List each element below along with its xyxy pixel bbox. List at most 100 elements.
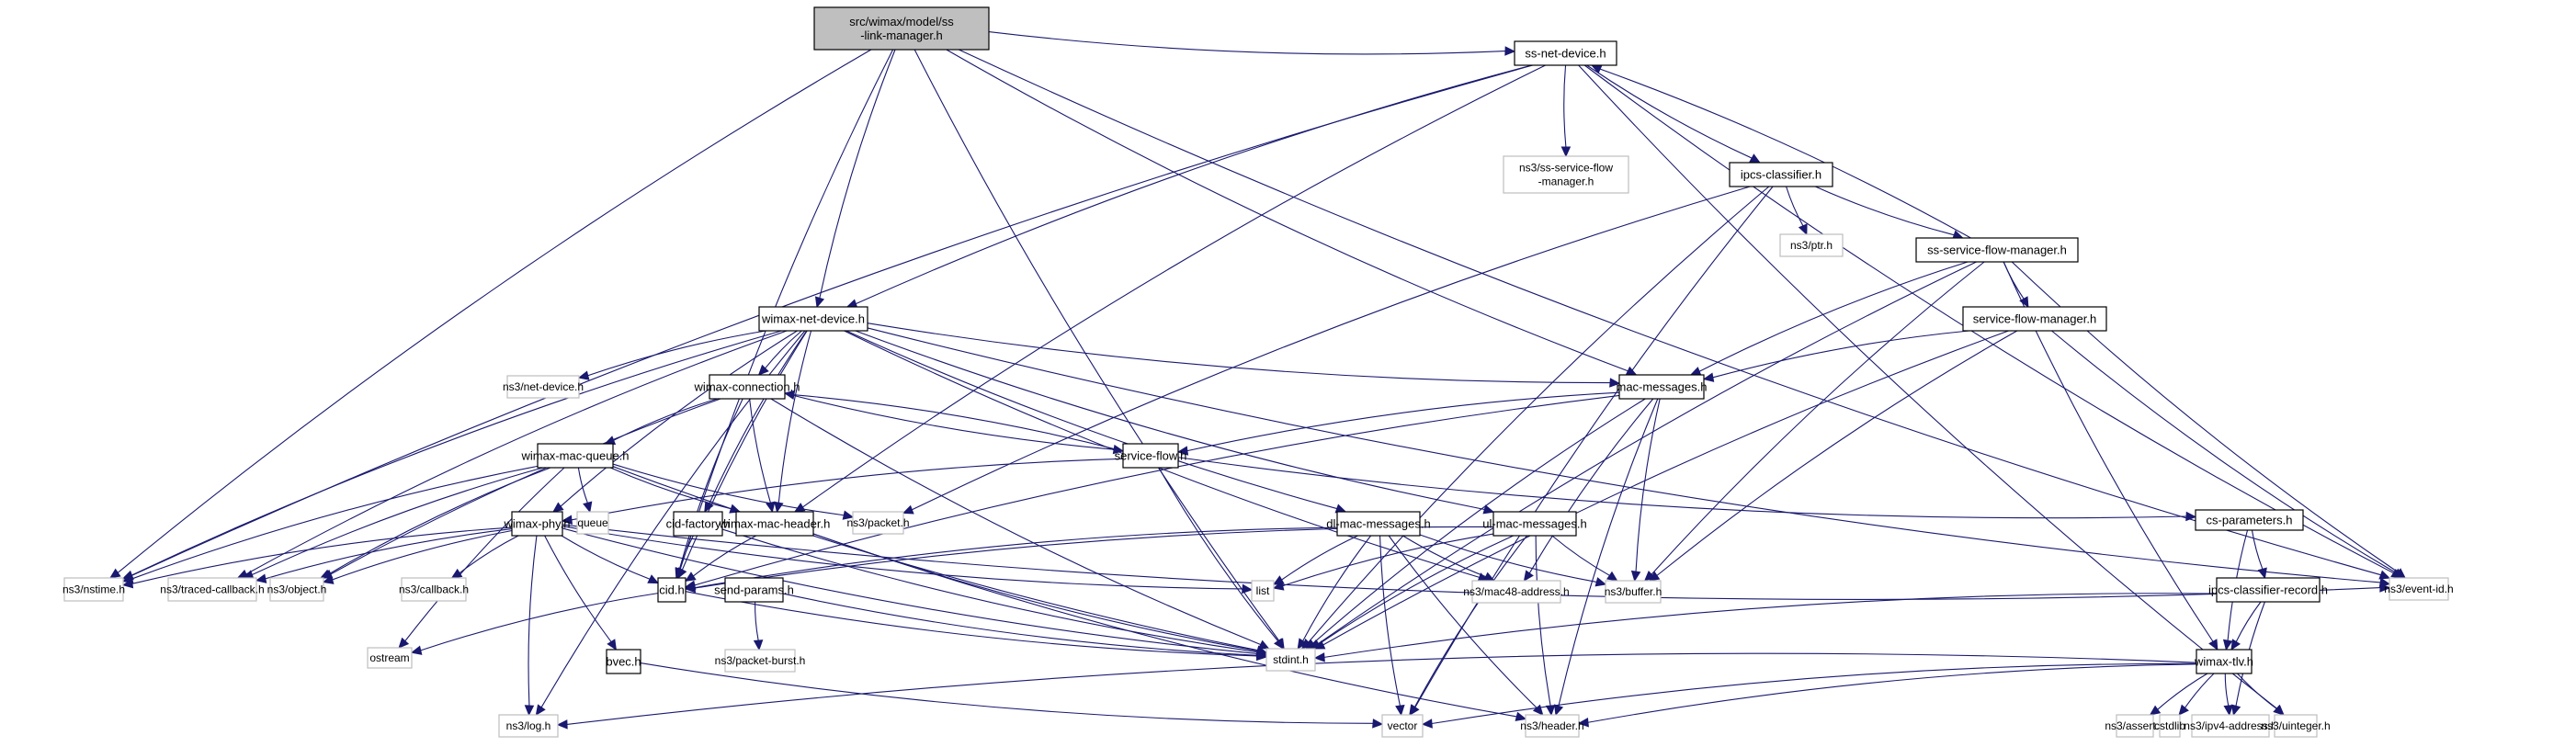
arrowhead — [1594, 577, 1607, 587]
node-ns3-packet-burst: ns3/packet-burst.h — [715, 649, 805, 673]
edge-line — [1558, 398, 1659, 707]
node-box — [1381, 714, 1424, 738]
arrowhead — [2149, 705, 2162, 716]
arrowhead — [675, 567, 685, 580]
arrowhead — [1273, 638, 1284, 651]
edge-wimax_tlv-to-vector — [1421, 662, 2197, 729]
edge-line — [1587, 663, 2197, 723]
edge-wimax_tlv-to-ns3_header — [1577, 663, 2197, 728]
edge-wimax_mac_queue-to-ns3_nstime — [121, 465, 539, 583]
arrowhead — [774, 501, 784, 514]
edge-wimax_mac_queue-to-wimax_mac_header — [609, 467, 742, 514]
node-wimax-mac-header[interactable]: wimax-mac-header.h — [719, 511, 831, 537]
edge-wimax_phy-to-list — [562, 526, 1254, 594]
node-box — [1779, 233, 1844, 257]
edge-wimax_net_device-to-cid — [677, 330, 808, 580]
node-label: ns3/event-id.h — [2384, 583, 2453, 595]
node-sfm[interactable]: service-flow-manager.h — [1962, 306, 2107, 332]
edge-root-to-stdint — [914, 49, 1285, 651]
edge-line — [1177, 457, 2187, 519]
edge-line — [2224, 673, 2230, 707]
node-label: wimax-connection.h — [694, 379, 800, 393]
arrowhead — [1749, 153, 1761, 164]
edge-line — [2235, 601, 2262, 642]
node-box — [1525, 714, 1580, 738]
edge-line — [793, 394, 1124, 452]
node-ss-net-device[interactable]: ss-net-device.h — [1514, 40, 1617, 66]
edge-line — [1317, 261, 1977, 645]
node-label: list — [1256, 584, 1270, 597]
node-label: send-params.h — [714, 583, 794, 596]
node-wimax-tlv[interactable]: wimax-tlv.h — [2194, 649, 2253, 674]
node-box — [1729, 162, 1833, 187]
node-label: ns3/nstime.h — [62, 583, 125, 596]
node-label: -manager.h — [1538, 175, 1594, 188]
node-label: service-flow.h — [1115, 448, 1187, 462]
node-label: ostream — [369, 651, 409, 664]
arrowhead — [1395, 704, 1405, 717]
node-box — [2216, 577, 2321, 603]
arrowhead — [757, 364, 769, 376]
arrowhead — [684, 572, 697, 583]
node-wimax-phy[interactable]: wimax-phy.h — [503, 511, 571, 537]
arrowhead — [2378, 570, 2391, 580]
node-wimax-mac-queue[interactable]: wimax-mac-queue.h — [520, 443, 630, 469]
node-send-params[interactable]: send-params.h — [714, 577, 794, 603]
node-box — [1336, 511, 1421, 537]
edge-wimax_net_device-to-wimax_connection — [757, 330, 802, 376]
arrowhead — [842, 510, 855, 520]
edge-ss_sfm-to-mac_messages — [1689, 261, 1969, 376]
arrowhead — [322, 574, 335, 584]
edge-wimax_phy-to-ns3_traced_callback — [255, 528, 513, 583]
edge-send_params-to-ns3_packet_burst — [753, 601, 764, 651]
arrowhead — [1606, 571, 1618, 582]
node-box — [2191, 714, 2270, 738]
edge-wimax_net_device-to-ns3_traced_callback — [236, 330, 788, 579]
arrowhead — [552, 502, 564, 513]
node-label: mac-messages.h — [1617, 379, 1708, 393]
arrowhead — [1297, 638, 1308, 651]
edge-line — [420, 593, 659, 651]
node-ipcs-classifier[interactable]: ipcs-classifier.h — [1729, 162, 1833, 187]
node-box — [576, 511, 609, 535]
node-ss-sfm[interactable]: ss-service-flow-manager.h — [1915, 237, 2079, 263]
edge-line — [1815, 186, 1955, 236]
edge-mac_messages-to-service_flow — [1176, 391, 1620, 456]
edge-line — [544, 535, 612, 642]
node-root[interactable]: src/wimax/model/ss-link-manager.h — [813, 6, 990, 51]
node-label: ns3/log.h — [506, 719, 551, 732]
edge-line — [1323, 593, 2218, 658]
arrowhead — [1630, 570, 1641, 583]
node-ns3-event-id: ns3/event-id.h — [2384, 577, 2454, 601]
node-service-flow[interactable]: service-flow.h — [1115, 443, 1187, 469]
arrowhead — [783, 390, 796, 400]
node-label: cid.h — [659, 583, 684, 596]
edge-wimax_net_device-to-ns3_net_device — [577, 330, 766, 380]
arrowhead — [2178, 704, 2189, 716]
node-dl-mac-messages[interactable]: dl-mac-messages.h — [1326, 511, 1431, 537]
node-mac-messages[interactable]: mac-messages.h — [1617, 374, 1708, 400]
node-ns3-net-device: ns3/net-device.h — [503, 375, 584, 399]
edge-line — [812, 533, 1517, 718]
node-cid[interactable]: cid.h — [657, 577, 687, 603]
node-box — [1492, 511, 1577, 537]
edge-ul_mac_messages-to-vector — [1409, 535, 1527, 717]
node-wimax-connection[interactable]: wimax-connection.h — [694, 374, 800, 400]
arrowhead — [450, 568, 463, 579]
edge-line — [1388, 535, 1538, 708]
node-bvec[interactable]: bvec.h — [606, 649, 641, 674]
edge-line — [2184, 673, 2215, 708]
edge-ipcs_classifier-to-stdint — [1300, 186, 1770, 650]
node-ipcs-classifier-record[interactable]: ipcs-classifier-record.h — [2208, 577, 2328, 603]
node-ns3-log: ns3/log.h — [498, 714, 559, 738]
node-cs-parameters[interactable]: cs-parameters.h — [2195, 509, 2304, 531]
node-cid-factory[interactable]: cid-factory.h — [666, 511, 731, 537]
node-wimax-net-device[interactable]: wimax-net-device.h — [758, 306, 868, 332]
edge-line — [912, 186, 1751, 511]
arrowhead — [1643, 570, 1656, 582]
arrowhead — [1577, 717, 1589, 728]
node-box — [709, 374, 786, 400]
edge-dl_mac_messages-to-list — [1272, 535, 1358, 585]
node-ul-mac-messages[interactable]: ul-mac-messages.h — [1482, 511, 1587, 537]
edge-ul_mac_messages-to-list — [1272, 533, 1494, 591]
